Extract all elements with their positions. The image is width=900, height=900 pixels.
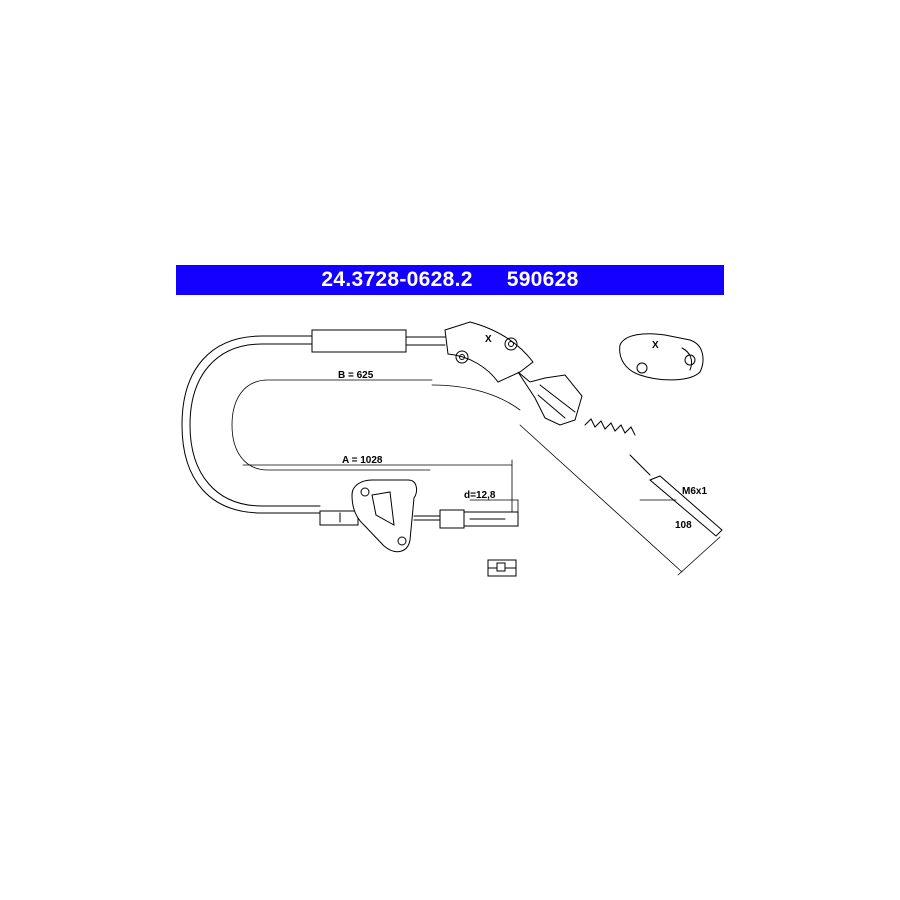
adjuster-body bbox=[517, 371, 583, 426]
part-number: 24.3728-0628.2 bbox=[321, 268, 473, 291]
return-spring bbox=[584, 418, 636, 436]
inner-path-b bbox=[231, 379, 433, 471]
dimension-d: d=12,8 bbox=[464, 490, 496, 501]
detail-x-fitting bbox=[619, 333, 704, 381]
dimension-b: B = 625 bbox=[338, 370, 374, 381]
threaded-rod bbox=[649, 475, 723, 537]
part-header-bar: 24.3728-0628.2 590628 bbox=[176, 265, 724, 295]
dimension-a: A = 1028 bbox=[342, 455, 383, 466]
cable-sheath-outer bbox=[181, 335, 321, 514]
lower-sleeve bbox=[319, 510, 359, 526]
cable-sleeve bbox=[311, 329, 407, 353]
end-connector bbox=[439, 509, 465, 529]
detail-marker-view: X bbox=[652, 340, 659, 351]
thread-spec: M6x1 bbox=[682, 486, 707, 497]
reference-number: 590628 bbox=[506, 268, 579, 291]
detail-marker: X bbox=[485, 334, 492, 345]
mounting-bracket bbox=[351, 479, 417, 553]
cable-sheath-inner bbox=[189, 343, 321, 507]
thread-length: 108 bbox=[675, 520, 692, 531]
